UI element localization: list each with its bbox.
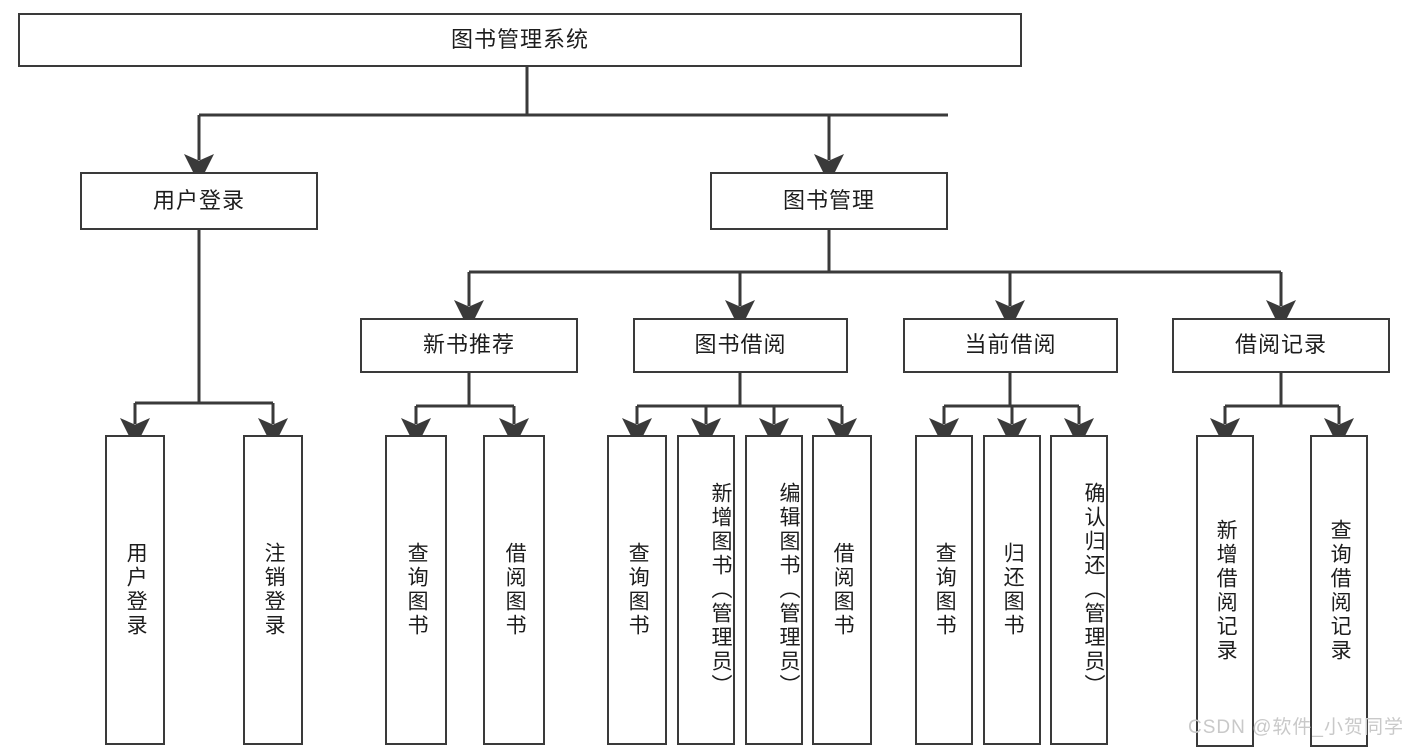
leaf-edit-book-admin[interactable]: 编辑图书（管理员）: [745, 435, 803, 745]
leaf-borrow-book-recommend[interactable]: 借阅图书: [483, 435, 545, 745]
node-book-borrow[interactable]: 图书借阅: [633, 318, 848, 373]
node-borrow-record[interactable]: 借阅记录: [1172, 318, 1390, 373]
leaf-query-book-recommend[interactable]: 查询图书: [385, 435, 447, 745]
leaf-logout[interactable]: 注销登录: [243, 435, 303, 745]
leaf-add-borrow-record[interactable]: 新增借阅记录: [1196, 435, 1254, 747]
leaf-query-borrow-record-label: 查询借阅记录: [1328, 519, 1352, 663]
node-current-borrow[interactable]: 当前借阅: [903, 318, 1118, 373]
node-borrow-record-label: 借阅记录: [1234, 332, 1327, 358]
leaf-query-book-current[interactable]: 查询图书: [915, 435, 973, 745]
leaf-add-book-admin[interactable]: 新增图书（管理员）: [677, 435, 735, 745]
leaf-borrow-book-recommend-label: 借阅图书: [503, 542, 527, 638]
leaf-user-login[interactable]: 用户登录: [105, 435, 165, 745]
node-book-management[interactable]: 图书管理: [710, 172, 948, 230]
leaf-user-login-label: 用户登录: [124, 542, 148, 638]
node-user-login-label: 用户登录: [152, 187, 245, 213]
node-book-management-label: 图书管理: [782, 187, 875, 213]
leaf-confirm-return-admin[interactable]: 确认归还（管理员）: [1050, 435, 1108, 745]
leaf-return-book[interactable]: 归还图书: [983, 435, 1041, 745]
node-user-login[interactable]: 用户登录: [80, 172, 318, 230]
leaf-edit-book-admin-label: 编辑图书（管理员）: [777, 482, 800, 698]
node-root-label: 图书管理系统: [450, 26, 589, 52]
leaf-confirm-return-admin-label: 确认归还（管理员）: [1082, 482, 1105, 698]
leaf-query-book-borrow[interactable]: 查询图书: [607, 435, 667, 745]
node-root[interactable]: 图书管理系统: [18, 13, 1022, 67]
leaf-query-borrow-record[interactable]: 查询借阅记录: [1310, 435, 1368, 747]
node-new-book-recommend-label: 新书推荐: [422, 332, 515, 358]
leaf-query-book-current-label: 查询图书: [933, 542, 957, 638]
node-current-borrow-label: 当前借阅: [964, 332, 1057, 358]
node-new-book-recommend[interactable]: 新书推荐: [360, 318, 578, 373]
node-book-borrow-label: 图书借阅: [694, 332, 787, 358]
leaf-query-book-recommend-label: 查询图书: [405, 542, 429, 638]
leaf-borrow-book[interactable]: 借阅图书: [812, 435, 872, 745]
leaf-query-book-borrow-label: 查询图书: [626, 542, 650, 638]
leaf-add-book-admin-label: 新增图书（管理员）: [709, 482, 732, 698]
leaf-return-book-label: 归还图书: [1001, 542, 1025, 638]
leaf-logout-label: 注销登录: [262, 542, 286, 638]
leaf-add-borrow-record-label: 新增借阅记录: [1214, 519, 1238, 663]
leaf-borrow-book-label: 借阅图书: [831, 542, 855, 638]
